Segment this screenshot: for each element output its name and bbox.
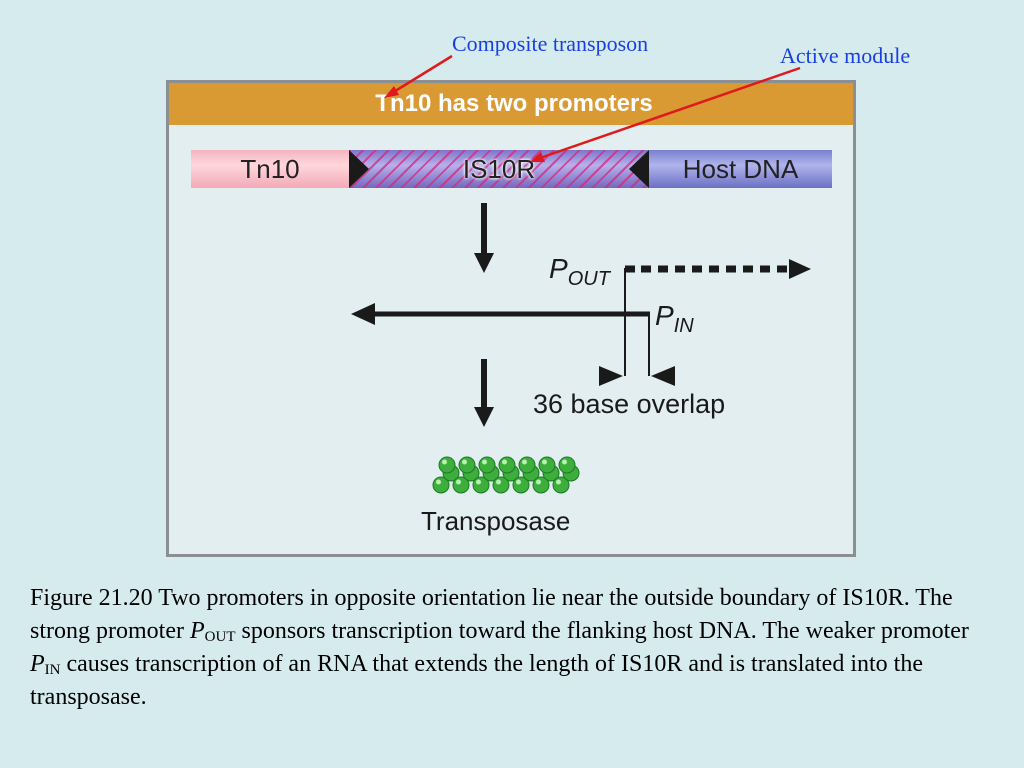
transposase-protein-icon [432,456,580,494]
overlap-left-arrowhead-icon [599,366,623,386]
p-out-label: POUT [549,253,612,290]
protein-bead [438,456,456,474]
tn10-segment: Tn10 [191,150,349,188]
composite-transposon-annotation: Composite transposon [452,31,649,56]
protein-bead [458,456,476,474]
protein-bead-highlight [522,459,527,465]
down-arrow-icon [474,203,494,273]
protein-bead [538,456,556,474]
protein-bead-highlight [536,479,541,485]
caption-p-in-sub: IN [44,662,61,678]
caption-text-1: Figure 21.20 Two promoters in opposite o… [30,585,953,644]
p-in-transcript-arrow [351,303,650,376]
tn10-label: Tn10 [240,154,300,184]
protein-bead-highlight [542,459,547,465]
caption-p-out: P [189,618,205,644]
caption-text-3: causes transcription of an RNA that exte… [30,651,923,710]
down-arrow-icon [474,359,494,427]
protein-bead [558,456,576,474]
figure-panel: Tn10 has two promoters Tn10 IS10R Host D… [166,80,856,557]
protein-bead-highlight [442,459,447,465]
protein-bead-highlight [496,479,501,485]
protein-bead-highlight [476,479,481,485]
is10r-label: IS10R [462,154,536,184]
protein-bead-highlight [502,459,507,465]
is10r-segment: IS10R [349,150,649,188]
active-module-annotation: Active module [780,43,911,68]
protein-bead-highlight [482,459,487,465]
protein-bead-highlight [456,479,461,485]
protein-bead-highlight [462,459,467,465]
caption-p-in: P [30,651,45,677]
protein-bead-highlight [436,479,441,485]
protein-bead-highlight [516,479,521,485]
p-out-transcript-arrow [624,259,811,376]
right-inverted-repeat-icon [629,150,649,188]
protein-bead [518,456,536,474]
figure-caption: Figure 21.20 Two promoters in opposite o… [30,582,1000,714]
caption-p-out-sub: OUT [204,629,236,645]
transcription-diagram: POUT PIN 36 base overlap Transposase [349,150,811,536]
protein-bead-highlight [556,479,561,485]
left-inverted-repeat-icon [349,150,369,188]
protein-bead [478,456,496,474]
caption-text-2: sponsors transcription toward the flanki… [235,618,969,644]
protein-bead-highlight [562,459,567,465]
overlap-right-arrowhead-icon [651,366,675,386]
p-in-label: PIN [655,300,694,337]
overlap-label: 36 base overlap [533,389,725,419]
transposase-label: Transposase [421,506,570,536]
protein-bead [498,456,516,474]
